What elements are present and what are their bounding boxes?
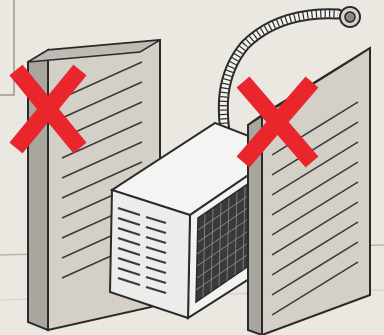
illustration-scene: [0, 0, 384, 335]
ac-placement-illustration: [0, 0, 384, 335]
